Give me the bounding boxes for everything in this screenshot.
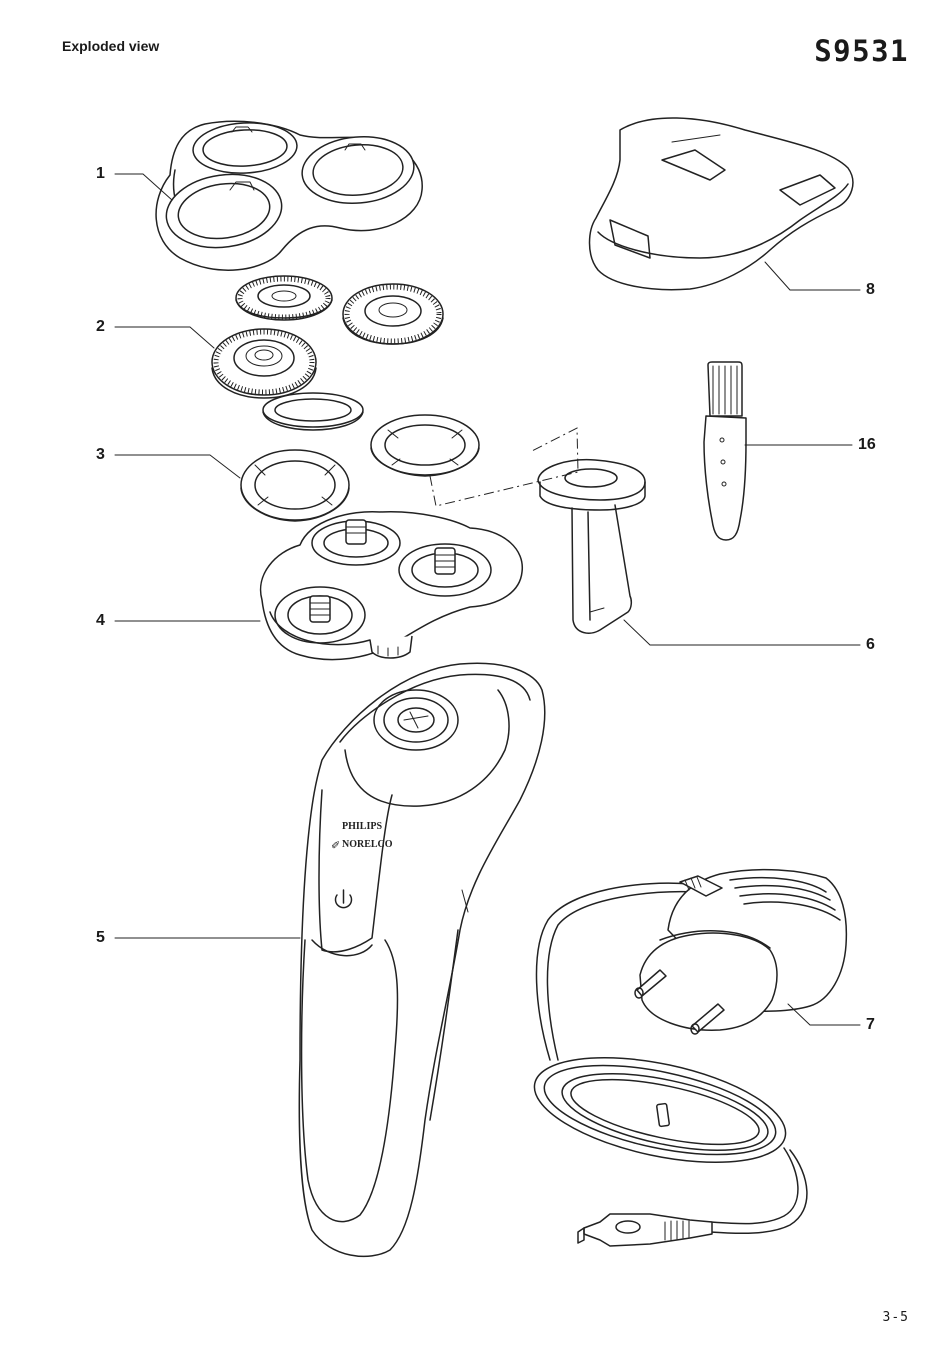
callout-7: 7 [866, 1016, 875, 1033]
shaving-unit-base [259, 510, 523, 661]
retaining-rings [240, 392, 480, 522]
cutter-back-left [235, 275, 333, 321]
norelco-logo-icon: ✐ [331, 839, 340, 852]
callout-3: 3 [96, 446, 105, 463]
cleaning-brush [703, 361, 747, 541]
power-button-icon [334, 889, 353, 909]
retaining-ring-back-left [262, 392, 364, 431]
protection-cap [588, 117, 854, 291]
power-adapter [533, 868, 848, 1247]
callout-4: 4 [96, 612, 105, 629]
model-number: S9531 [814, 34, 909, 68]
retaining-ring-front [240, 449, 350, 522]
callout-5: 5 [96, 929, 105, 946]
brand-philips: PHILIPS [342, 821, 382, 832]
callout-2: 2 [96, 318, 105, 335]
leader-lines [114, 173, 861, 1026]
shaver-handle: PHILIPS ✐ NORELCO [298, 662, 546, 1258]
cutter-back-right [342, 283, 444, 345]
assembly-guide-line [429, 427, 579, 507]
callout-8: 8 [866, 281, 875, 298]
plug-pins [634, 969, 725, 1035]
page-number: 3-5 [882, 1310, 909, 1325]
callout-6: 6 [866, 636, 875, 653]
cleaning-stand [537, 458, 646, 634]
retaining-ring-back-right [370, 414, 480, 477]
shaving-unit-frame [155, 120, 423, 271]
section-title: Exploded view [62, 38, 160, 54]
cutter-set [211, 275, 444, 399]
callout-16: 16 [858, 436, 876, 453]
cutter-front [211, 328, 317, 399]
callout-1: 1 [96, 165, 105, 182]
brand-norelco: NORELCO [342, 839, 393, 850]
